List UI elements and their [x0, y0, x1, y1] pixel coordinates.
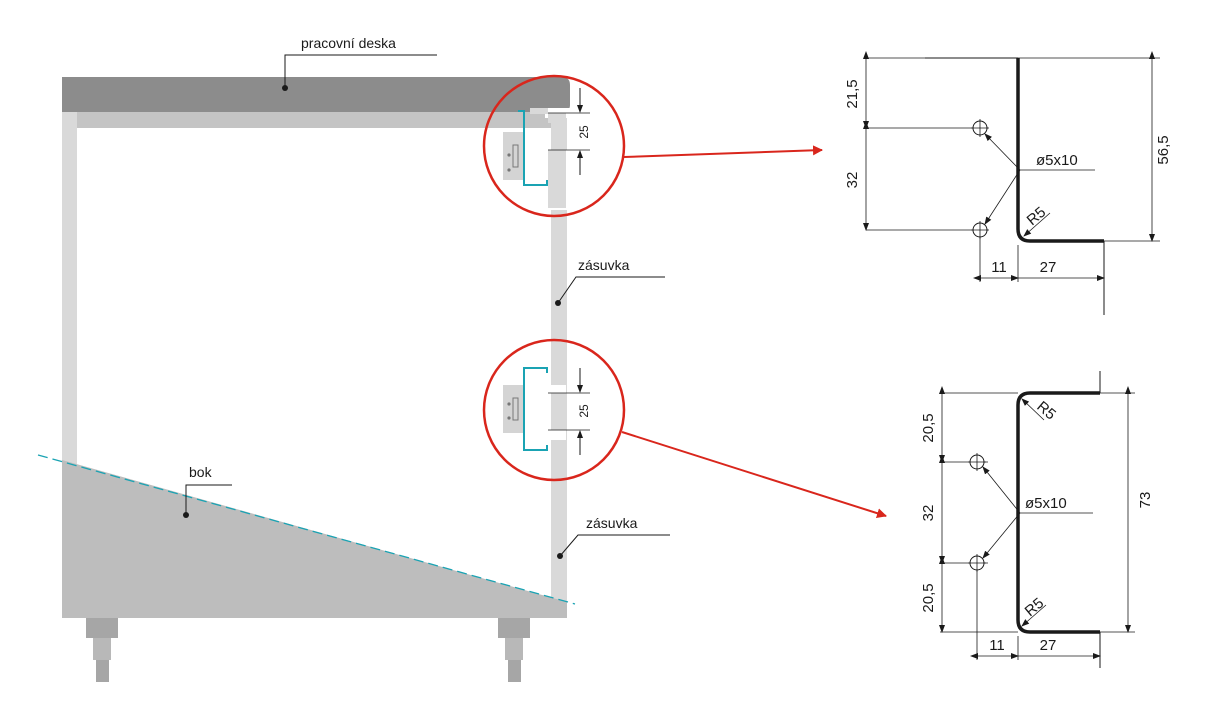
dim-flange: 27: [1040, 259, 1057, 276]
radius-label-bottom-2: R5: [1022, 595, 1048, 620]
radius-label-top-2: R5: [1033, 398, 1059, 423]
detail-circle-bottom: 25: [482, 338, 626, 482]
label-worktop-leader: pracovní deska: [282, 35, 437, 91]
side-panel-edge: [37, 454, 576, 605]
leg-right: [498, 618, 530, 682]
profile-drawing-top: 21,5 32 56,5 ø5x10 R5 11 27: [844, 51, 1172, 315]
callout-arrow-top: [623, 145, 823, 158]
profile-top-shape: [1016, 58, 1104, 243]
top-rail: [77, 112, 551, 128]
label-drawer-1: zásuvka: [578, 257, 630, 273]
callout-arrow-bottom: [621, 431, 887, 519]
dim-top-offset: 21,5: [844, 79, 861, 108]
dim-hole-offset-2: 11: [989, 637, 1005, 654]
label-drawer-2-leader: zásuvka: [557, 515, 670, 559]
label-side: bok: [189, 464, 213, 480]
leg-left: [86, 618, 118, 682]
label-drawer-1-leader: zásuvka: [555, 257, 665, 306]
dim-top-offset-2: 20,5: [920, 413, 937, 442]
dim-height-2: 73: [1137, 492, 1154, 509]
left-post: [62, 112, 77, 464]
profile-cyan-top: [518, 110, 548, 186]
profile-bottom-shape: [1016, 391, 1100, 634]
detail-circle-top: 25: [482, 74, 626, 218]
label-worktop: pracovní deska: [301, 35, 396, 51]
hole-spec-2: ø5x10: [1025, 495, 1067, 512]
cabinet: [37, 77, 576, 682]
radius-label: R5: [1024, 204, 1050, 229]
side-panel: [62, 460, 567, 618]
hinge-block: [503, 132, 525, 180]
dim-height: 56,5: [1155, 135, 1172, 164]
gap-label-bottom: 25: [577, 404, 591, 418]
label-side-leader: bok: [183, 464, 232, 518]
dim-hole-spacing-2: 32: [920, 505, 937, 522]
profile-cyan-bottom: [523, 367, 548, 451]
dim-hole-offset: 11: [991, 259, 1007, 276]
dim-flange-2: 27: [1040, 637, 1057, 654]
hole-spec: ø5x10: [1036, 152, 1078, 169]
dim-hole-spacing: 32: [844, 172, 861, 189]
profile-drawing-bottom: 20,5 32 20,5 73 ø5x10 R5 R5 11 27: [920, 371, 1154, 668]
worktop-panel: [62, 77, 570, 112]
label-drawer-2: zásuvka: [586, 515, 638, 531]
gap-label-top: 25: [577, 125, 591, 139]
dim-bottom-offset-2: 20,5: [920, 583, 937, 612]
